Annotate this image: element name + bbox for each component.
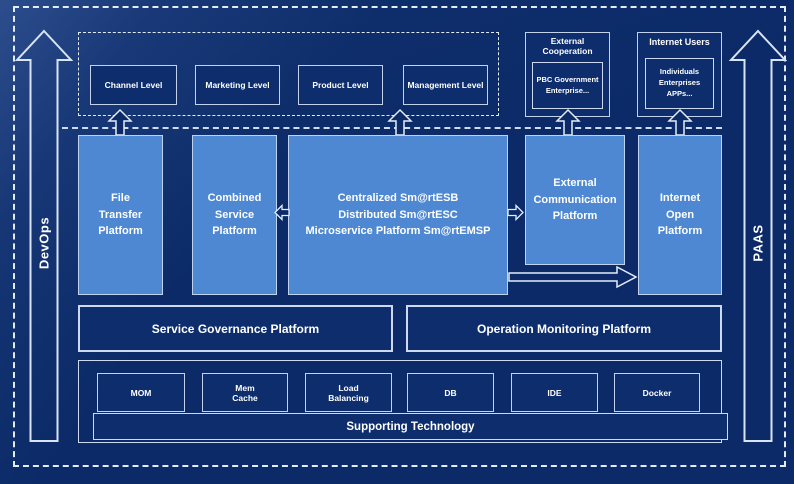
devops-rail-label: DevOps	[36, 216, 52, 270]
outer-dashed-border	[13, 6, 786, 467]
internet-users-apps-box: Individuals Enterprises APPs...	[645, 58, 714, 109]
up-arrow-icon	[107, 108, 133, 136]
up-arrow-icon	[555, 108, 581, 136]
internet-users-title: Internet Users	[649, 37, 710, 47]
paas-up-arrow-icon	[728, 29, 788, 442]
marketing-level-box: Marketing Level	[195, 65, 280, 105]
tech-box-ide: IDE	[511, 373, 598, 412]
file-transfer-platform-box: File Transfer Platform	[78, 135, 163, 295]
internet-open-platform-box: Internet Open Platform	[638, 135, 722, 295]
tech-box-mom: MOM	[97, 373, 185, 412]
pbc-government-enterprise-box: PBC Government Enterprise...	[532, 62, 603, 109]
devops-up-arrow-icon	[14, 29, 74, 442]
tech-box-docker: Docker	[614, 373, 700, 412]
right-arrow-icon	[507, 203, 524, 222]
up-arrow-icon	[667, 108, 693, 136]
operation-monitoring-platform-box: Operation Monitoring Platform	[406, 305, 722, 352]
combined-service-platform-box: Combined Service Platform	[192, 135, 277, 295]
channel-level-box: Channel Level	[90, 65, 177, 105]
supporting-technology-group	[78, 360, 722, 443]
tech-box-mem-cache: Mem Cache	[202, 373, 288, 412]
paas-rail-label: PAAS	[750, 224, 766, 262]
business-levels-group	[78, 32, 499, 116]
long-right-arrow-icon	[508, 265, 638, 289]
tech-box-load-balancing: Load Balancing	[305, 373, 392, 412]
management-level-box: Management Level	[403, 65, 488, 105]
external-cooperation-title: External Cooperation	[542, 36, 593, 56]
supporting-technology-bar: Supporting Technology	[93, 413, 728, 440]
left-arrow-icon	[274, 203, 290, 222]
product-level-box: Product Level	[298, 65, 383, 105]
service-governance-platform-box: Service Governance Platform	[78, 305, 393, 352]
central-esb-platform-box: Centralized Sm@rtESB Distributed Sm@rtES…	[288, 135, 508, 295]
integration-dashed-line	[62, 127, 722, 129]
up-arrow-icon	[387, 108, 413, 136]
external-communication-platform-box: External Communication Platform	[525, 135, 625, 265]
tech-box-db: DB	[407, 373, 494, 412]
